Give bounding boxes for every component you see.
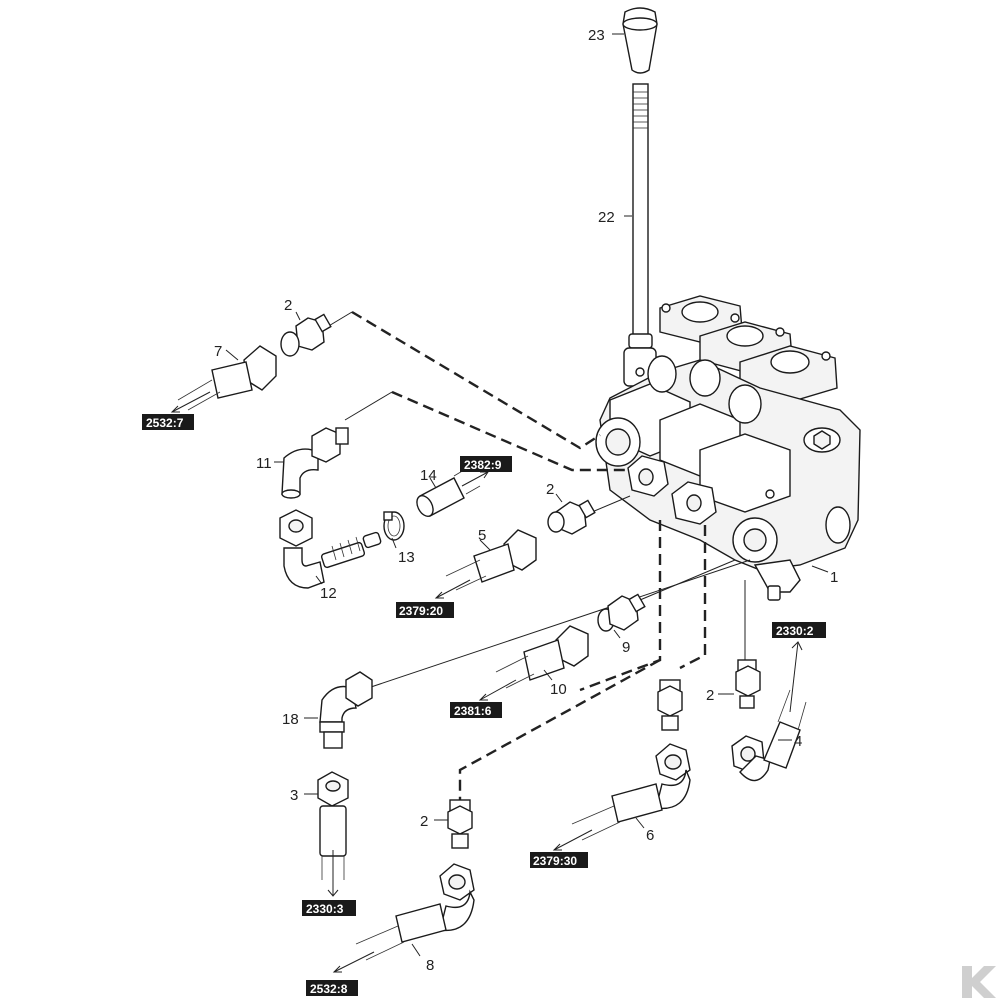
callout-11: 11 bbox=[256, 455, 272, 472]
callout-18: 18 bbox=[282, 711, 299, 728]
hose-6 bbox=[552, 743, 691, 851]
k-logo-icon bbox=[962, 966, 996, 998]
hose-7 bbox=[170, 345, 277, 413]
callout-2-lower: 2 bbox=[420, 813, 428, 830]
adapter-fitting-2-right bbox=[657, 679, 683, 731]
ref-2379-30[interactable]: 2379:30 bbox=[530, 852, 588, 868]
callout-7: 7 bbox=[214, 343, 222, 360]
svg-text:2382:9: 2382:9 bbox=[464, 458, 502, 472]
adapter-fitting-2-middle bbox=[547, 499, 596, 535]
svg-text:2532:7: 2532:7 bbox=[146, 416, 184, 430]
hose-4 bbox=[731, 641, 807, 782]
ref-2330-2[interactable]: 2330:2 bbox=[772, 622, 826, 638]
callout-14: 14 bbox=[420, 467, 437, 484]
control-valve-block bbox=[595, 295, 861, 601]
svg-text:2379:20: 2379:20 bbox=[399, 604, 443, 618]
elbow-fitting-11 bbox=[281, 427, 349, 499]
adapter-fitting-2-lower bbox=[447, 799, 473, 849]
svg-text:2379:30: 2379:30 bbox=[533, 854, 577, 868]
hose-10 bbox=[478, 625, 589, 701]
hose-12 bbox=[279, 509, 382, 589]
svg-text:2330:3: 2330:3 bbox=[306, 902, 344, 916]
callout-2-middle: 2 bbox=[546, 481, 554, 498]
ref-2379-20[interactable]: 2379:20 bbox=[396, 602, 454, 618]
callout-12: 12 bbox=[320, 585, 337, 602]
adapter-fitting-2-far-right bbox=[735, 659, 761, 709]
ref-2381-6[interactable]: 2381:6 bbox=[450, 702, 502, 718]
ref-2330-3[interactable]: 2330:3 bbox=[302, 900, 356, 916]
callout-2-right: 2 bbox=[706, 687, 714, 704]
callout-23: 23 bbox=[588, 27, 605, 44]
callout-1: 1 bbox=[830, 569, 838, 586]
svg-text:2330:2: 2330:2 bbox=[776, 624, 814, 638]
callout-8: 8 bbox=[426, 957, 434, 974]
lever-knob bbox=[622, 7, 658, 74]
callout-9: 9 bbox=[622, 639, 630, 656]
ref-2532-8[interactable]: 2532:8 bbox=[306, 980, 358, 996]
hose-3 bbox=[317, 771, 349, 897]
callout-leaders bbox=[225, 33, 829, 957]
callout-5: 5 bbox=[478, 527, 486, 544]
svg-text:2532:8: 2532:8 bbox=[310, 982, 348, 996]
callout-6: 6 bbox=[646, 827, 654, 844]
hose-8 bbox=[332, 863, 475, 973]
callout-4: 4 bbox=[794, 733, 802, 750]
callout-10: 10 bbox=[550, 681, 567, 698]
adapter-fitting-2-upper bbox=[280, 313, 332, 357]
lever-rod bbox=[623, 83, 657, 387]
elbow-fitting-18 bbox=[319, 671, 373, 749]
hose-clamp-13 bbox=[383, 511, 405, 541]
connection-lines bbox=[321, 310, 751, 800]
svg-text:2381:6: 2381:6 bbox=[454, 704, 492, 718]
callout-13: 13 bbox=[398, 549, 415, 566]
ref-2382-9[interactable]: 2382:9 bbox=[460, 456, 512, 472]
adapter-fitting-9 bbox=[597, 593, 646, 632]
hose-5 bbox=[434, 529, 537, 599]
callout-22: 22 bbox=[598, 209, 615, 226]
callout-2-upper: 2 bbox=[284, 297, 292, 314]
ref-2532-7[interactable]: 2532:7 bbox=[142, 414, 194, 430]
callout-3: 3 bbox=[290, 787, 298, 804]
